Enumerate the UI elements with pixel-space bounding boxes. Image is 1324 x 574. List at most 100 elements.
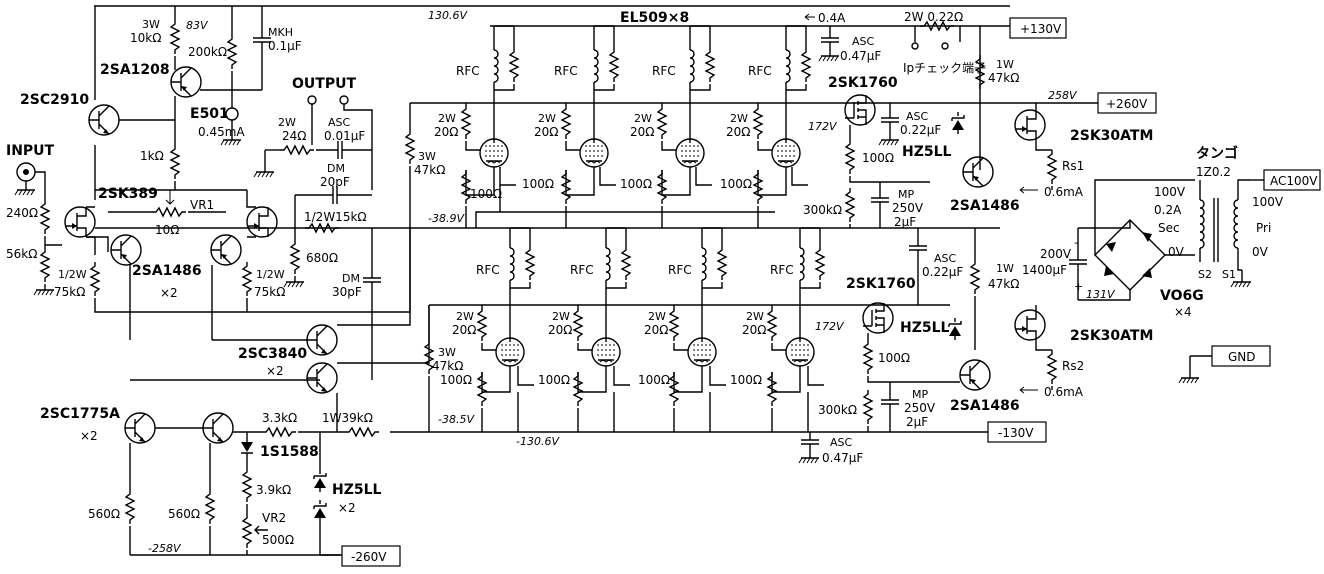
current-06a: 0.6mA (1044, 185, 1084, 199)
r-75ka-label: 1/2W (58, 268, 87, 281)
terminal-plus130[interactable]: +130V (980, 17, 1067, 39)
tube6-rfc: RFC (570, 263, 594, 277)
svg-text:GND: GND (1228, 350, 1256, 364)
r-47k-grid-label: 3W (418, 150, 436, 163)
voltage-172a: 172V (808, 120, 838, 133)
r-rs2-label: Rs2 (1062, 359, 1084, 373)
d-vo6g-label: VO6G (1160, 288, 1204, 304)
r-560b-label: 560Ω (168, 507, 200, 521)
r-24-label: 2W (278, 116, 296, 129)
transistor-2sc3840-a (306, 324, 338, 356)
r-1k-label: 1kΩ (140, 149, 164, 163)
tube2-r20: 20Ω (534, 125, 558, 139)
voltage-83: 83V (186, 19, 209, 32)
sec-100v: 100V (1154, 185, 1186, 199)
tube5-r20: 20Ω (452, 323, 476, 337)
c-mkh-label: MKH (268, 26, 293, 39)
r-1w47k-label: 1W (996, 58, 1014, 71)
q-2sk30b-label: 2SK30ATM (1070, 328, 1153, 344)
terminal-minus260[interactable]: -260V (320, 545, 401, 567)
r-75kb-value: 75kΩ (254, 285, 285, 299)
voltage-neg385: -38.5V (438, 413, 475, 426)
r-240-label: 240Ω (6, 206, 38, 220)
svg-text:-130V: -130V (998, 426, 1034, 440)
tube3-r2w: 2W (634, 112, 652, 125)
c-asc001-label: ASC (328, 116, 351, 129)
tube1-r20: 20Ω (434, 125, 458, 139)
d-hz5ll-c-count: ×2 (338, 501, 356, 515)
r-200k-label: 200kΩ (188, 45, 227, 59)
current-045: 0.45mA (198, 125, 245, 139)
terminal-plus260[interactable]: +260V (1000, 92, 1157, 114)
c-mkh-value: 0.1μF (268, 39, 302, 53)
q-2sc3840-count: ×2 (266, 364, 284, 378)
q-2sc3840-label: 2SC3840 (238, 346, 307, 362)
tube3-rfc: RFC (652, 64, 676, 78)
r-680-label: 680Ω (306, 251, 338, 265)
tube1-r100: 100Ω (470, 187, 502, 201)
transistor-2sc1775a-a (124, 412, 156, 444)
sec-02a: 0.2A (1154, 203, 1182, 217)
tube7-r20: 20Ω (644, 323, 668, 337)
sec-label: Sec (1158, 221, 1180, 235)
r-56k-label: 56kΩ (6, 247, 37, 261)
voltage-neg389: -38.9V (428, 212, 465, 225)
tube8-r2w: 2W (746, 310, 764, 323)
q-2sc1775-label: 2SC1775A (40, 406, 120, 422)
terminal-gnd[interactable]: GND (1178, 345, 1271, 384)
input-jack[interactable]: INPUT (6, 143, 55, 200)
tube3-r100: 100Ω (620, 177, 652, 191)
tube8-r20: 20Ω (742, 323, 766, 337)
voltage-131: 131V (1086, 288, 1116, 301)
input-label: INPUT (6, 143, 55, 159)
c-mid-asc-label: ASC (934, 252, 957, 265)
transistor-2sc2910 (88, 104, 120, 136)
tube2-r100: 100Ω (522, 177, 554, 191)
tube5-r2w: 2W (456, 310, 474, 323)
r-1w47k-b-label: 1W (996, 262, 1014, 275)
c-200v-value: 1400μF (1022, 263, 1067, 277)
tube7-r2w: 2W (648, 310, 666, 323)
svg-text:AC100V: AC100V (1270, 174, 1318, 188)
r-33k-label: 3.3kΩ (262, 411, 297, 425)
r-1w39k-label: 1W39kΩ (322, 411, 373, 425)
c-mp-b-v1: 250V (904, 401, 936, 415)
tube2-rfc: RFC (554, 64, 578, 78)
tube-el509-6 (591, 337, 621, 367)
q-2sk1760b-label: 2SK1760 (846, 276, 916, 292)
terminal-minus130[interactable]: -130V (987, 421, 1047, 443)
output-terminals[interactable]: OUTPUT (292, 76, 373, 190)
d-vo6g-count: ×4 (1174, 305, 1192, 319)
tube4-r20: 20Ω (726, 125, 750, 139)
tube6-r2w: 2W (552, 310, 570, 323)
output-label: OUTPUT (292, 76, 356, 92)
tube-el509-4 (771, 138, 801, 168)
c-mp-b-label: MP (912, 388, 928, 401)
svg-text:-: - (1074, 236, 1078, 249)
e501-label: E501 (190, 106, 229, 122)
c-200v-label: 200V (1040, 247, 1072, 261)
tube4-r2w: 2W (730, 112, 748, 125)
transformer-model: 1Z0.2 (1196, 165, 1231, 179)
r-47k-grid-value: 47kΩ (414, 163, 445, 177)
tube1-rfc: RFC (456, 64, 480, 78)
c-mp-v1: 250V (892, 201, 924, 215)
terminal-ac100v[interactable]: AC100V (1250, 169, 1321, 191)
fet-2sk389-a (64, 206, 96, 238)
tube-el509-3 (675, 138, 705, 168)
transistor-2sa1208 (170, 66, 202, 98)
d-1s1588-label: 1S1588 (260, 444, 319, 460)
tube7-rfc: RFC (668, 263, 692, 277)
q-2sa1486a-count: ×2 (160, 286, 178, 300)
r-1w47k-b-value: 47kΩ (988, 277, 1019, 291)
r-560a-label: 560Ω (88, 507, 120, 521)
r-300k-b: 300kΩ (818, 403, 857, 417)
fet-2sk30atm-a (1014, 109, 1046, 141)
shield-s1: S1 (1222, 268, 1236, 281)
voltage-neg258: -258V (148, 542, 182, 555)
tube-el509-1 (479, 138, 509, 168)
d-hz5ll-c-label: HZ5LL (332, 482, 382, 498)
transistor-2sa1486-reg-b (959, 359, 991, 391)
d-hz5ll-b-label: HZ5LL (900, 320, 950, 336)
